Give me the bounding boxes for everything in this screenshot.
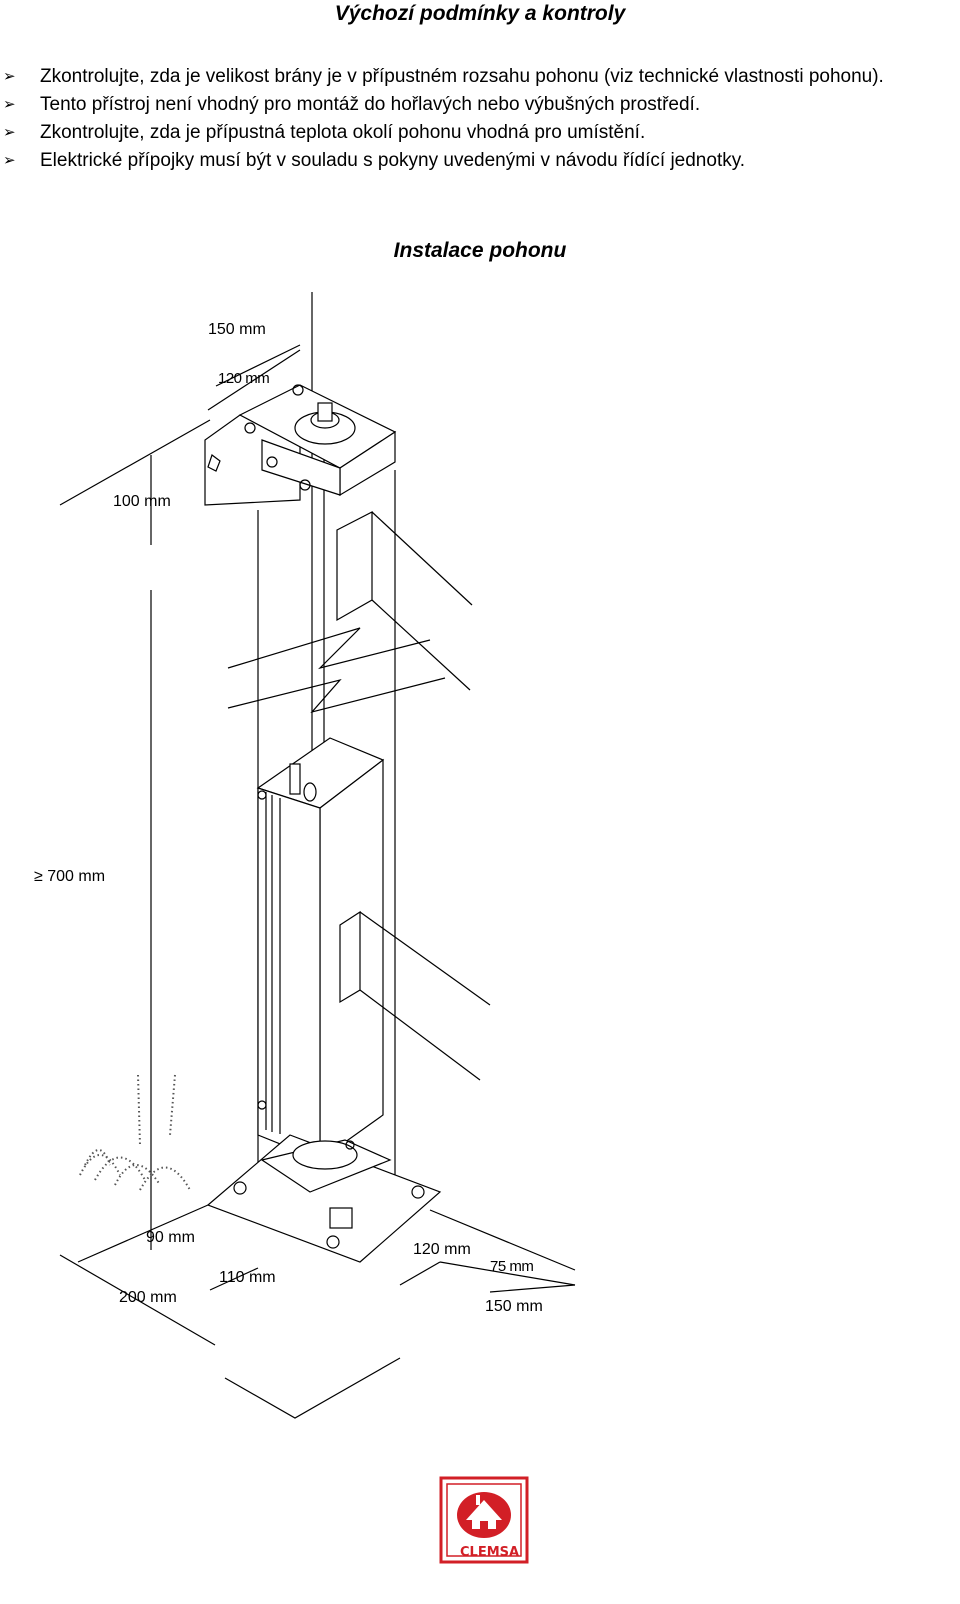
dimension-line <box>489 1284 576 1293</box>
list-item: ➢ Zkontrolujte, zda je velikost brány je… <box>0 63 960 91</box>
section-title: Výchozí podmínky a kontroly <box>334 2 626 25</box>
dimension-line <box>215 344 301 387</box>
dimension-label: 120 mm <box>218 370 269 387</box>
dimension-line <box>77 1204 209 1263</box>
gate-leaf <box>336 511 373 622</box>
arrowhead-bullet-icon: ➢ <box>3 96 16 113</box>
dimension-label: 200 mm <box>119 1289 177 1306</box>
dimension-label: 75 mm <box>490 1258 533 1275</box>
list-item: ➢ Elektrické přípojky musí být v souladu… <box>0 147 960 175</box>
list-item: ➢ Tento přístroj není vhodný pro montáž … <box>0 91 960 119</box>
dimension-line <box>399 1261 441 1286</box>
clemsa-logo: CLEMSA <box>439 1476 529 1564</box>
installation-diagram: 150 mm 120 mm 100 mm ≥ 700 mm 90 mm 200 … <box>34 292 576 1564</box>
dimension-label: 100 mm <box>113 493 171 510</box>
dimension-label: 120 mm <box>413 1241 471 1258</box>
ground-corner <box>224 1357 401 1419</box>
break-line <box>227 677 446 714</box>
list-item-text: Elektrické přípojky musí být v souladu s… <box>40 150 746 171</box>
break-line <box>227 627 431 670</box>
dimension-line <box>439 1261 576 1286</box>
dimension-line <box>429 1209 576 1271</box>
dimension-line <box>59 1254 216 1346</box>
dimension-label: 90 mm <box>146 1229 195 1246</box>
arrowhead-bullet-icon: ➢ <box>3 124 16 141</box>
dimension-label: 150 mm <box>208 321 266 338</box>
dimension-label: 150 mm <box>485 1298 543 1315</box>
dimension-line <box>59 419 211 506</box>
ground-texture <box>79 1074 191 1191</box>
list-item: ➢ Zkontrolujte, zda je přípustná teplota… <box>0 119 960 147</box>
list-item-text: Tento přístroj není vhodný pro montáž do… <box>40 94 701 115</box>
operator-body <box>256 737 385 1162</box>
install-title: Instalace pohonu <box>393 239 567 262</box>
list-item-text: Zkontrolujte, zda je velikost brány je v… <box>40 66 884 87</box>
dimension-line <box>209 1267 259 1291</box>
logo-text: CLEMSA <box>460 1545 519 1560</box>
arrowhead-bullet-icon: ➢ <box>3 152 16 169</box>
list-item-text: Zkontrolujte, zda je přípustná teplota o… <box>40 122 646 143</box>
dimension-line <box>207 349 301 411</box>
arrowhead-bullet-icon: ➢ <box>3 68 16 85</box>
dimension-label: 110 mm <box>219 1269 276 1286</box>
base-plate <box>206 1134 442 1263</box>
dimension-label: ≥ 700 mm <box>34 868 105 885</box>
top-bracket <box>204 384 397 506</box>
requirements-list: ➢ Zkontrolujte, zda je velikost brány je… <box>0 63 960 175</box>
